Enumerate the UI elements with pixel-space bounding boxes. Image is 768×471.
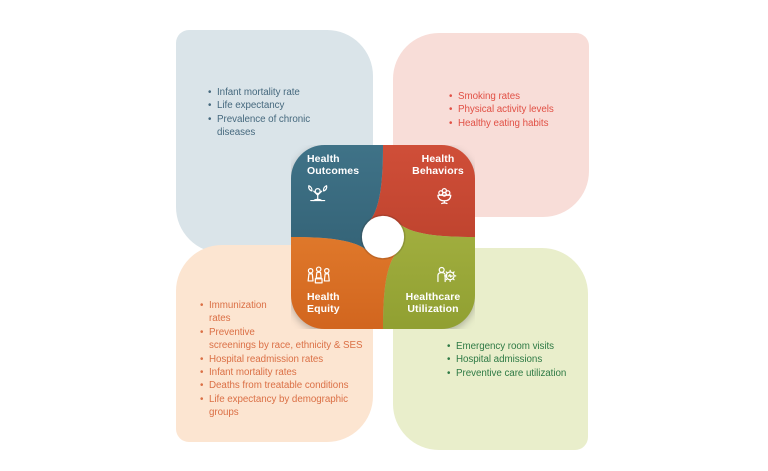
- pinwheel-graphic: [291, 145, 475, 329]
- petal-health-behaviors: [368, 145, 475, 237]
- health-equity-label: Health Equity: [307, 291, 340, 315]
- health-outcomes-list: Infant mortality rate Life expectancy Pr…: [208, 86, 310, 140]
- list-item: Life expectancy: [208, 99, 310, 113]
- list-item: Deaths from treatable conditions: [200, 379, 362, 393]
- healthcare-utilization-label: Healthcare Utilization: [405, 291, 461, 315]
- list-item: Life expectancy by demographic: [200, 393, 362, 407]
- person-growth-icon: [308, 185, 328, 202]
- person-gear-icon: [437, 266, 457, 283]
- list-item: Emergency room visits: [447, 340, 566, 354]
- list-item: Infant mortality rate: [208, 86, 310, 100]
- list-item-continuation: rates: [209, 313, 231, 325]
- list-item: Preventive: [200, 326, 362, 340]
- people-equity-icon: [307, 266, 330, 284]
- list-item: Prevalence of chronic: [208, 113, 310, 127]
- healthcare-utilization-list: Emergency room visits Hospital admission…: [447, 340, 566, 381]
- list-item: Smoking rates: [449, 90, 554, 104]
- list-item: Hospital admissions: [447, 353, 566, 367]
- list-item: Preventive care utilization: [447, 367, 566, 381]
- health-behaviors-list: Smoking rates Physical activity levels H…: [449, 90, 554, 131]
- list-item-continuation: groups: [209, 407, 239, 419]
- health-equity-list: Immunization rates Preventive screenings…: [200, 299, 363, 420]
- list-item: Immunization: [200, 299, 362, 313]
- list-item-continuation: diseases: [217, 127, 256, 139]
- health-outcomes-label: Health Outcomes: [307, 153, 360, 177]
- list-item: Infant mortality rates: [200, 366, 362, 380]
- petal-health-outcomes: [291, 145, 383, 252]
- petal-healthcare-utilization: [383, 222, 475, 329]
- list-item: Hospital readmission rates: [200, 353, 362, 367]
- health-behaviors-label: Health Behaviors: [412, 153, 464, 177]
- list-item: Physical activity levels: [449, 103, 554, 117]
- list-item: Healthy eating habits: [449, 117, 554, 131]
- fruit-bowl-icon: [437, 187, 452, 205]
- list-item-continuation: screenings by race, ethnicity & SES: [209, 340, 363, 352]
- center-circle: [361, 215, 405, 259]
